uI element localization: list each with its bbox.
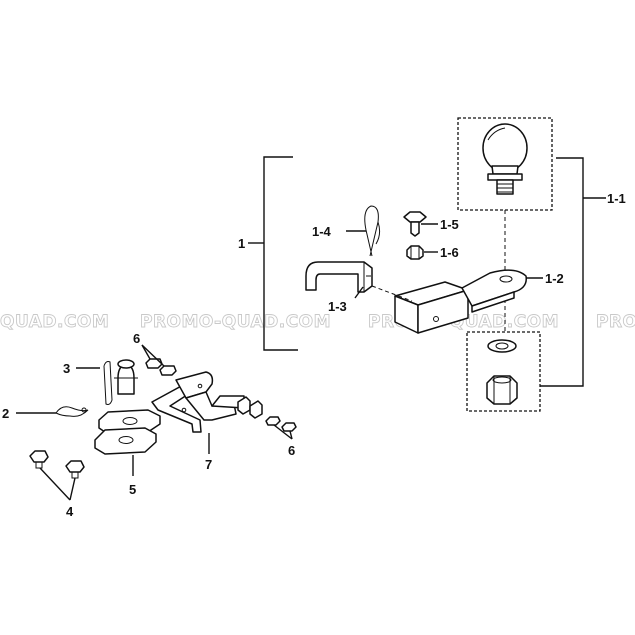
pin-axis-line (371, 285, 413, 302)
label-6-right: 6 (288, 443, 295, 458)
nut-washer-box (466, 331, 541, 412)
plates (94, 409, 161, 455)
watermark-text-mid1: PROMO-QUAD.COM (140, 312, 331, 332)
locking-pin (103, 359, 138, 405)
screws-upper (145, 358, 177, 376)
label-1-3: 1-3 (328, 299, 347, 314)
label-1: 1 (238, 236, 245, 251)
screws-right (265, 416, 297, 432)
hex-nut (486, 375, 518, 405)
mount-bracket (151, 371, 263, 433)
label-5: 5 (129, 482, 136, 497)
r-clip (364, 205, 381, 257)
bolts (29, 450, 85, 479)
callout-line-1-3 (354, 286, 364, 299)
label-1-5: 1-5 (440, 217, 459, 232)
label-2: 2 (2, 406, 9, 421)
callout-line-4b (69, 477, 76, 501)
label-6-upper: 6 (133, 331, 140, 346)
assembly-1-1-bracket (540, 157, 584, 387)
callout-labels: 1 1-1 1-2 1-3 1-4 1-5 1-6 2 3 4 5 6 6 7 (2, 191, 626, 519)
watermark-text-right: PRO (596, 312, 635, 332)
callout-line-4a (39, 467, 71, 501)
label-1-6: 1-6 (440, 245, 459, 260)
hitch-ball (482, 123, 528, 195)
label-3: 3 (63, 361, 70, 376)
callout-line-6b-2 (289, 430, 293, 440)
callout-line-6b-1 (273, 424, 293, 440)
assembly-1-bracket (263, 156, 298, 351)
label-1-4: 1-4 (312, 224, 332, 239)
washer (487, 339, 517, 353)
spring-clip (55, 406, 89, 417)
watermark-text-left: QUAD.COM (0, 312, 109, 332)
watermark: QUAD.COM PROMO-QUAD.COM PROMO-QUAD.COM P… (0, 312, 635, 333)
label-1-2: 1-2 (545, 271, 564, 286)
label-4: 4 (66, 504, 74, 519)
ball-mount (394, 269, 527, 334)
label-7: 7 (205, 457, 212, 472)
small-nut (406, 245, 424, 260)
small-bolt (403, 211, 427, 237)
callout-line-6a-1 (141, 344, 151, 360)
label-1-1: 1-1 (607, 191, 626, 206)
callout-line-6a-2 (141, 344, 165, 367)
hitch-pin (305, 261, 373, 293)
